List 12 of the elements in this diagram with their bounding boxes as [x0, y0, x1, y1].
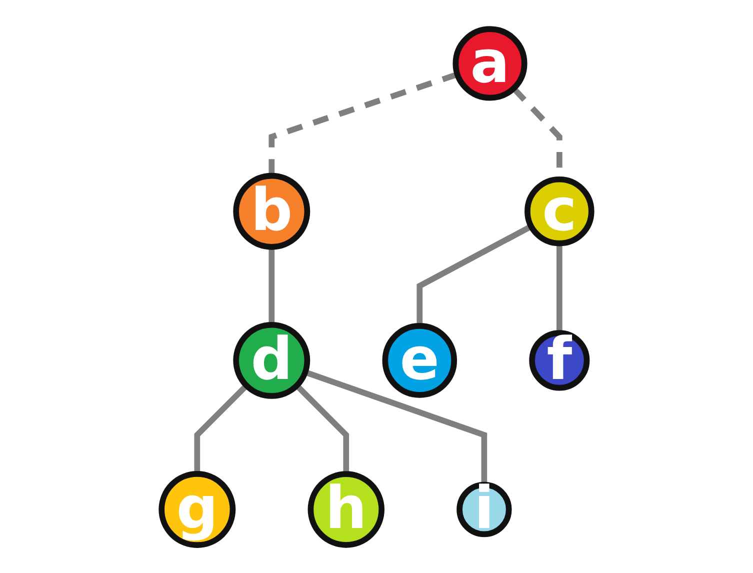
- node-circle: a: [452, 26, 528, 101]
- node-circle: h: [308, 471, 384, 548]
- node-circle: f: [529, 330, 590, 391]
- node-circle: d: [233, 322, 310, 399]
- node-circle: e: [382, 323, 458, 398]
- node-circle: b: [233, 172, 310, 250]
- node-circle: c: [524, 176, 594, 246]
- node-circle: i: [456, 482, 512, 538]
- node-circle: g: [158, 471, 236, 548]
- connector: [304, 369, 488, 485]
- connector: [194, 384, 249, 474]
- connector: [268, 72, 458, 176]
